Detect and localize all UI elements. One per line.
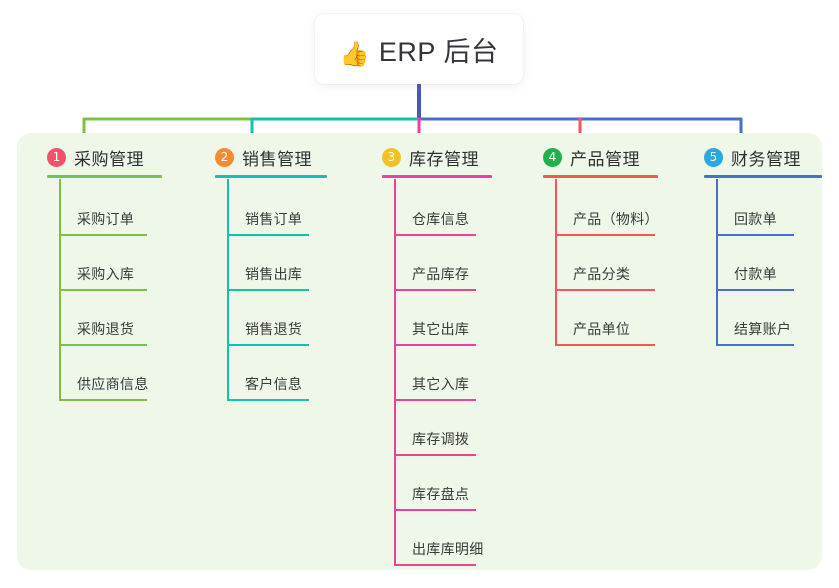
leaf-item[interactable]: 其它入库 (394, 370, 476, 410)
leaf-item[interactable]: 回款单 (716, 205, 794, 245)
column-title-4: 产品管理 (570, 150, 640, 169)
root-node-label: ERP 后台 (378, 36, 499, 67)
column-title-3: 库存管理 (409, 150, 479, 169)
column-badge-5: 5 (704, 148, 723, 167)
leaf-item[interactable]: 销售订单 (227, 205, 309, 245)
leaf-item-label: 产品分类 (573, 266, 631, 282)
leaf-item-underline (394, 234, 476, 236)
leaf-item-label: 销售出库 (245, 266, 303, 282)
column-badge-4: 4 (543, 148, 562, 167)
leaf-item-label: 销售订单 (245, 211, 303, 227)
leaf-item-underline (59, 289, 147, 291)
leaf-item-underline (227, 234, 309, 236)
column-header-1[interactable]: 1 采购管理 (47, 145, 144, 170)
leaf-item[interactable]: 供应商信息 (59, 370, 149, 410)
leaf-item-underline (394, 509, 476, 511)
diagram-panel: 1 采购管理采购订单采购入库采购退货供应商信息 2 销售管理销售订单销售出库销售退货客… (17, 133, 822, 570)
column-badge-2: 2 (215, 148, 234, 167)
leaf-item-label: 其它入库 (412, 376, 470, 392)
column-header-3[interactable]: 3 库存管理 (382, 145, 479, 170)
leaf-item[interactable]: 库存调拨 (394, 425, 476, 465)
leaf-item[interactable]: 采购订单 (59, 205, 147, 245)
leaf-item[interactable]: 采购退货 (59, 315, 147, 355)
column-title-2: 销售管理 (242, 150, 312, 169)
leaf-item[interactable]: 产品单位 (555, 315, 655, 355)
leaf-item[interactable]: 产品库存 (394, 260, 476, 300)
column-underline-2 (215, 175, 327, 178)
column-underline-1 (47, 175, 162, 178)
column-title-5: 财务管理 (731, 150, 801, 169)
column-underline-4 (543, 175, 658, 178)
leaf-item-label: 采购入库 (77, 266, 135, 282)
leaf-item-underline (227, 289, 309, 291)
leaf-item-underline (59, 399, 147, 401)
leaf-item-label: 仓库信息 (412, 211, 470, 227)
column-badge-3: 3 (382, 148, 401, 167)
column-title-1: 采购管理 (74, 150, 144, 169)
leaf-item-label: 付款单 (734, 266, 777, 282)
leaf-item[interactable]: 销售退货 (227, 315, 309, 355)
leaf-item-label: 回款单 (734, 211, 777, 227)
column-spine-5 (716, 179, 718, 346)
leaf-item-underline (716, 234, 794, 236)
leaf-item-underline (394, 564, 476, 566)
leaf-item-label: 其它出库 (412, 321, 470, 337)
leaf-item-label: 客户信息 (245, 376, 303, 392)
leaf-item-label: 销售退货 (245, 321, 303, 337)
leaf-item-underline (555, 234, 655, 236)
leaf-item[interactable]: 付款单 (716, 260, 794, 300)
leaf-item[interactable]: 出库库明细 (394, 535, 483, 575)
leaf-item-underline (394, 344, 476, 346)
leaf-item[interactable]: 采购入库 (59, 260, 147, 300)
leaf-item-underline (394, 399, 476, 401)
leaf-item-underline (227, 344, 309, 346)
leaf-item-label: 库存调拨 (412, 431, 470, 447)
column-badge-1: 1 (47, 148, 66, 167)
leaf-item[interactable]: 库存盘点 (394, 480, 476, 520)
column-spine-3 (394, 179, 396, 566)
root-node-title-row: 👍 ERP 后台 (340, 30, 499, 69)
leaf-item[interactable]: 销售出库 (227, 260, 309, 300)
leaf-item-label: 结算账户 (734, 321, 792, 337)
leaf-item-underline (716, 289, 794, 291)
column-header-5[interactable]: 5 财务管理 (704, 145, 801, 170)
column-header-2[interactable]: 2 销售管理 (215, 145, 312, 170)
thumbs-up-icon: 👍 (339, 40, 370, 68)
column-spine-4 (555, 179, 557, 346)
leaf-item-label: 库存盘点 (412, 486, 470, 502)
leaf-item[interactable]: 结算账户 (716, 315, 794, 355)
column-underline-3 (382, 175, 492, 178)
leaf-item-underline (394, 454, 476, 456)
leaf-item-underline (555, 289, 655, 291)
root-node-card[interactable]: 👍 ERP 后台 (315, 14, 523, 84)
leaf-item-label: 产品库存 (412, 266, 470, 282)
leaf-item-label: 产品单位 (573, 321, 631, 337)
leaf-item-underline (227, 399, 309, 401)
leaf-item-underline (555, 344, 655, 346)
column-header-4[interactable]: 4 产品管理 (543, 145, 640, 170)
leaf-item-label: 出库库明细 (412, 541, 484, 557)
leaf-item-underline (394, 289, 476, 291)
leaf-item[interactable]: 客户信息 (227, 370, 309, 410)
leaf-item-underline (59, 234, 147, 236)
leaf-item-underline (716, 344, 794, 346)
leaf-item-label: 产品（物料） (573, 211, 659, 227)
column-underline-5 (704, 175, 822, 178)
leaf-item[interactable]: 产品（物料） (555, 205, 659, 245)
leaf-item[interactable]: 产品分类 (555, 260, 655, 300)
leaf-item-label: 供应商信息 (77, 376, 149, 392)
leaf-item[interactable]: 仓库信息 (394, 205, 476, 245)
leaf-item-underline (59, 344, 147, 346)
leaf-item[interactable]: 其它出库 (394, 315, 476, 355)
leaf-item-label: 采购退货 (77, 321, 135, 337)
leaf-item-label: 采购订单 (77, 211, 135, 227)
